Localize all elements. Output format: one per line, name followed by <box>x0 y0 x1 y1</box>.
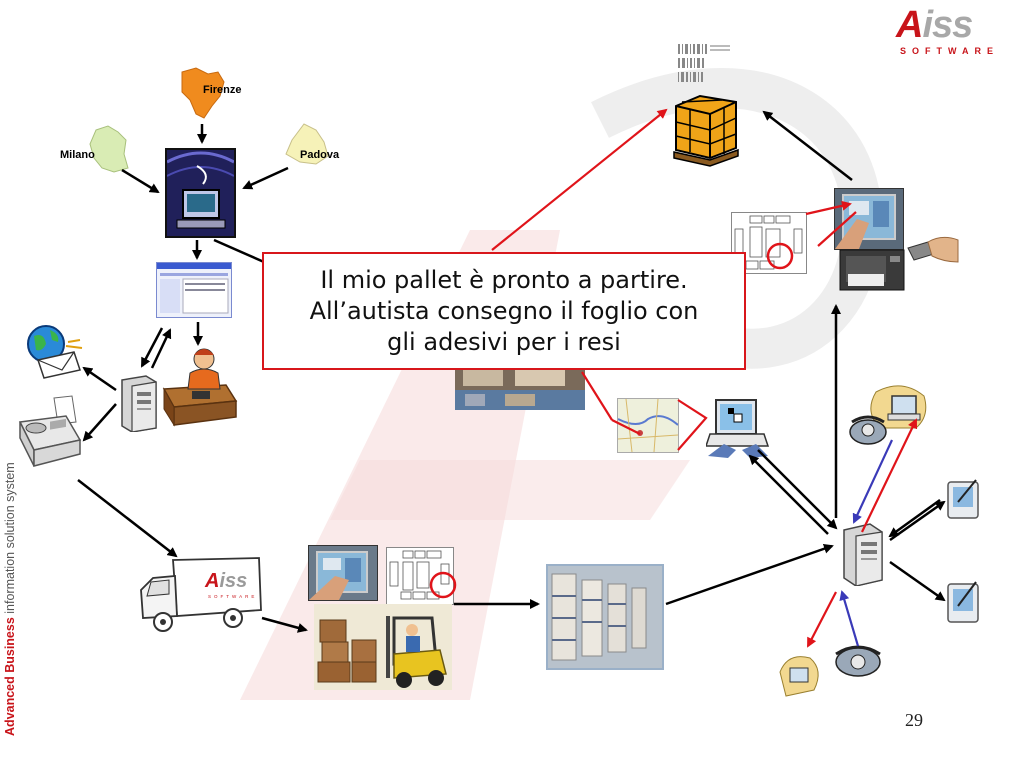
route-map-image <box>617 398 679 453</box>
phone-operator-icon <box>162 348 238 427</box>
label-printer-icon <box>839 249 905 291</box>
arrow-server-laptop <box>748 454 829 535</box>
line-computer-callout <box>213 238 265 264</box>
label-firenze: Firenze <box>203 84 242 96</box>
arrow-red-server-phone-bottom <box>807 591 837 648</box>
laptop-icon <box>706 399 770 458</box>
line-red-form-terminal <box>817 211 857 247</box>
label-padova: Padova <box>300 149 340 161</box>
arrow-terminal-pallet <box>762 110 853 181</box>
logo-tagline: SOFTWARE <box>900 46 999 56</box>
truck-logo: Aiss <box>205 570 247 593</box>
bracket-red-map-laptop <box>677 399 708 451</box>
label-form-sheet-bottom <box>386 547 454 605</box>
padova-map-icon <box>285 123 329 165</box>
arrow-server-screenshot <box>150 328 172 369</box>
arrow-server-handheld-bottom <box>889 560 946 602</box>
arrow-warehouse-server <box>665 543 834 606</box>
label-milano: Milano <box>60 149 95 161</box>
logo-rest: iss <box>922 4 973 46</box>
barcode-scanner-hand-icon <box>907 236 959 263</box>
arrow-server-email <box>82 366 117 392</box>
truck-logo-rest: iss <box>219 570 248 592</box>
barcode-icon <box>678 44 730 82</box>
arrow-red-form-terminal <box>805 200 852 216</box>
main-server-icon <box>843 523 883 586</box>
arrow-blue-phone-bottom-server <box>839 590 860 647</box>
phone-computer-icon-top <box>849 385 927 445</box>
arrow-server-handheld-top <box>889 500 946 542</box>
arrow-milano-computer <box>121 168 160 194</box>
page-number: 29 <box>905 710 923 730</box>
arrow-blue-phone-top-server <box>852 439 893 524</box>
callout-box: Il mio pallet è pronto a partire. All’au… <box>262 252 746 370</box>
phone-computer-icon-bottom <box>779 645 881 697</box>
pallet-boxes-icon <box>673 94 739 167</box>
handheld-device-icon-top <box>947 479 979 519</box>
arrow-truck-forklift <box>261 616 308 633</box>
highlight-circle-top <box>766 242 794 270</box>
highlight-circle-bottom <box>429 571 457 599</box>
fax-machine-icon <box>18 395 82 467</box>
arrow-server-fax <box>82 403 117 442</box>
warehouse-interior-photo <box>455 366 585 410</box>
line-red-callout-map <box>581 371 613 421</box>
label-form-sheet-top <box>731 212 807 274</box>
server-icon <box>121 375 157 432</box>
arrow-red-callout-pallet <box>491 108 668 251</box>
arrow-fax-truck <box>77 479 178 558</box>
touchscreen-terminal-top <box>834 188 904 250</box>
forklift-image <box>314 604 452 690</box>
arrow-laptop-server <box>757 449 838 530</box>
firenze-map-icon <box>181 67 225 119</box>
line-red-map <box>611 419 641 435</box>
arrow-padova-computer <box>242 166 289 190</box>
software-screenshot-image <box>156 262 232 318</box>
callout-text: Il mio pallet è pronto a partire. All’au… <box>309 265 699 356</box>
delivery-truck-icon <box>140 557 262 632</box>
handheld-device-icon-bottom <box>947 581 979 623</box>
central-computer-image <box>165 148 236 238</box>
truck-logo-mark: A <box>205 570 220 592</box>
truck-logo-sub: SOFTWARE <box>208 594 258 599</box>
warehouse-photo <box>546 564 664 670</box>
arrow-red-server-phone-top <box>861 418 918 533</box>
touchscreen-terminal-image <box>308 545 378 601</box>
globe-email-icon <box>27 325 83 379</box>
arrow-screenshot-server <box>140 327 164 368</box>
arrow-handheld-top-server <box>888 498 941 538</box>
abiss-logo: Aiss SOFTWARE <box>892 4 1016 58</box>
logo-mark: A <box>896 4 923 46</box>
milano-map-icon <box>89 125 129 173</box>
